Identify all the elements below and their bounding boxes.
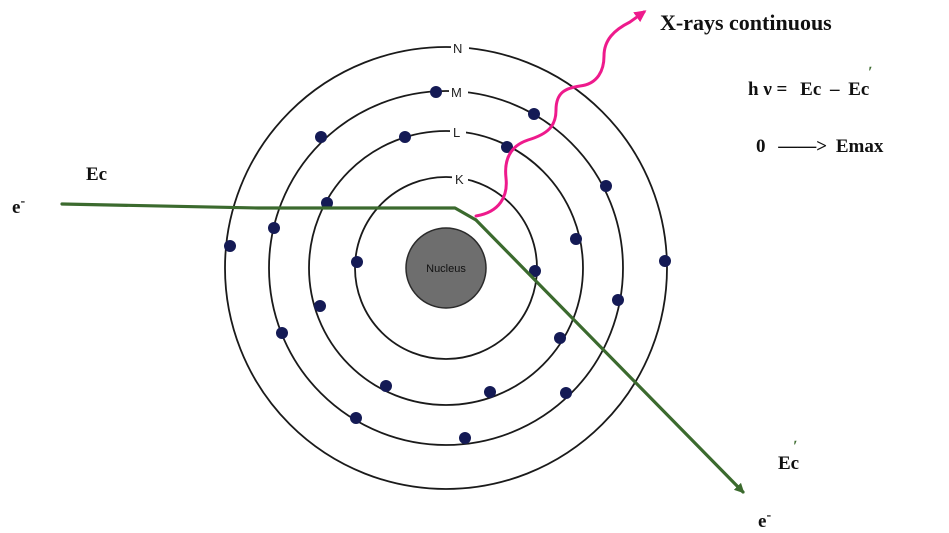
shell-l-orbit xyxy=(308,130,584,406)
outgoing-electron-charge: e- xyxy=(758,508,771,532)
electron-trajectory xyxy=(60,202,745,494)
shell-n-orbit xyxy=(224,46,668,490)
shell-label-l: L xyxy=(453,125,460,140)
outgoing-energy-label: Ecʹ xyxy=(778,438,799,474)
incoming-electron-charge: e- xyxy=(12,194,25,218)
electron xyxy=(560,387,572,399)
electron xyxy=(315,131,327,143)
electron xyxy=(529,265,541,277)
nucleus: Nucleus xyxy=(405,227,487,309)
electron xyxy=(399,131,411,143)
electron xyxy=(350,412,362,424)
shell-label-m: M xyxy=(451,85,462,100)
incoming-energy-label: Ec xyxy=(86,164,107,185)
electron xyxy=(351,256,363,268)
electrons xyxy=(224,86,671,444)
electron xyxy=(501,141,513,153)
shell-label-n: N xyxy=(453,41,462,56)
electron xyxy=(528,108,540,120)
outgoing-electron-arrow xyxy=(474,218,745,494)
shell-m-orbit xyxy=(268,90,624,446)
electron xyxy=(484,386,496,398)
electron xyxy=(321,197,333,209)
shell-label-k: K xyxy=(455,172,464,187)
shell-labels: K L M N xyxy=(449,40,469,187)
electron xyxy=(570,233,582,245)
orbit-shells xyxy=(224,46,668,490)
electron xyxy=(268,222,280,234)
xray-title: X-rays continuous xyxy=(660,10,832,35)
electron xyxy=(430,86,442,98)
electron xyxy=(554,332,566,344)
xray-formula: h ν = Ec – Ec ʹ xyxy=(748,64,874,100)
xray-wavy-arrow-icon xyxy=(474,10,647,218)
electron xyxy=(612,294,624,306)
electron xyxy=(600,180,612,192)
electron xyxy=(380,380,392,392)
energy-range: 0 ——> Emax xyxy=(756,136,884,157)
electron xyxy=(459,432,471,444)
incoming-electron-path xyxy=(60,202,478,222)
electron xyxy=(276,327,288,339)
electron xyxy=(659,255,671,267)
nucleus-core xyxy=(405,227,487,309)
nucleus-label: Nucleus xyxy=(426,263,466,275)
electron xyxy=(224,240,236,252)
electron xyxy=(314,300,326,312)
